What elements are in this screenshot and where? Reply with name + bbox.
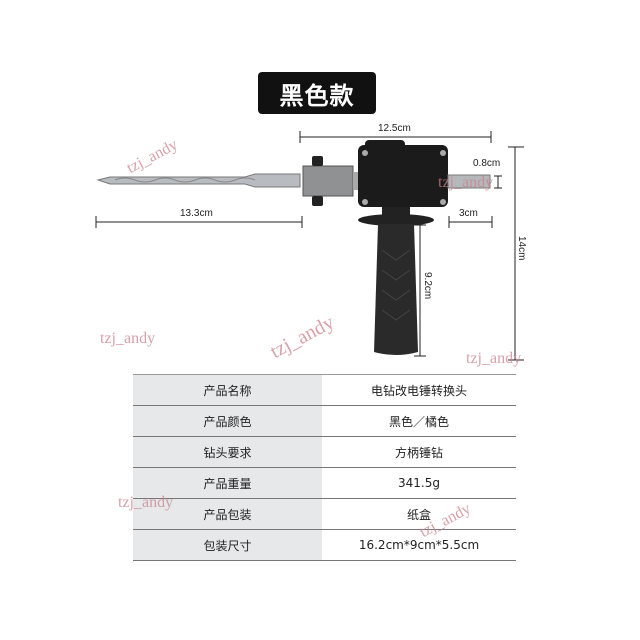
collar <box>302 165 354 197</box>
dim-shaft-diameter-label: 0.8cm <box>473 158 501 169</box>
table-row: 产品颜色黑色／橘色 <box>133 405 516 437</box>
spec-value: 16.2cm*9cm*5.5cm <box>322 529 516 561</box>
watermark: tzj_andy <box>118 494 174 511</box>
spec-label: 包装尺寸 <box>133 529 322 561</box>
spec-label: 产品颜色 <box>133 405 322 437</box>
dim-width-label: 12.5cm <box>378 123 411 134</box>
dim-height-label: 14cm <box>516 236 527 261</box>
dim-bit-length-label: 13.3cm <box>180 208 213 219</box>
output-shaft <box>447 174 491 189</box>
table-row: 产品名称电钻改电锤转换头 <box>133 374 516 406</box>
gearbox-body <box>358 145 448 207</box>
dim-shaft-length-label: 3cm <box>459 208 478 219</box>
dim-handle-label: 9.2cm <box>422 272 433 300</box>
drill-adapter-illustration <box>95 131 524 361</box>
table-row: 钻头要求方柄锤钻 <box>133 436 516 468</box>
spec-label: 产品重量 <box>133 467 322 499</box>
table-row: 产品包装纸盒 <box>133 498 516 530</box>
variant-title: 黑色款 <box>258 72 376 114</box>
spec-label: 产品包装 <box>133 498 322 530</box>
spec-value: 341.5g <box>322 467 516 499</box>
spec-value: 方柄锤钻 <box>322 436 516 468</box>
drill-bit <box>96 173 301 188</box>
watermark: tzj_andy <box>438 174 494 191</box>
watermark: tzj_andy <box>466 350 522 367</box>
spec-label: 产品名称 <box>133 374 322 406</box>
watermark: tzj_andy <box>100 330 156 347</box>
spec-value: 黑色／橘色 <box>322 405 516 437</box>
spec-label: 钻头要求 <box>133 436 322 468</box>
spec-value: 电钻改电锤转换头 <box>322 374 516 406</box>
side-handle <box>374 224 418 355</box>
dimension-lines <box>95 131 524 361</box>
handle-guard <box>358 214 434 226</box>
spec-value: 纸盒 <box>322 498 516 530</box>
